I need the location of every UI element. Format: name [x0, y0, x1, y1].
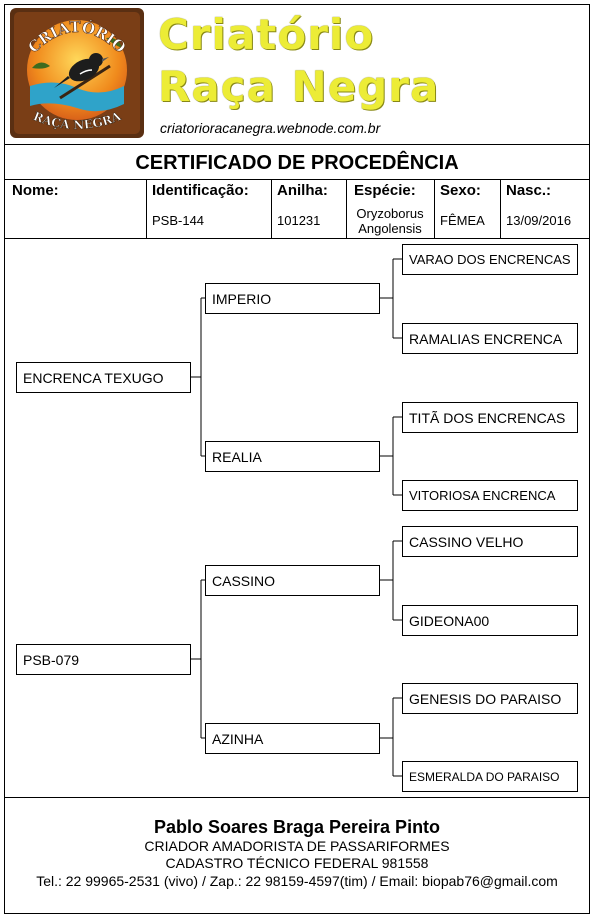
table-divider: [346, 179, 347, 239]
grandparent-box: IMPERIO: [205, 283, 380, 314]
parent-box: ENCRENCA TEXUGO: [16, 362, 191, 393]
sexo-label: Sexo:: [440, 182, 481, 199]
grandparent-box: AZINHA: [205, 723, 380, 754]
great-grandparent-box: RAMALIAS ENCRENCA: [402, 323, 578, 354]
anilha-value: 101231: [277, 213, 321, 228]
logo: CRIATÓRIO RAÇA NEGRA: [10, 8, 144, 138]
nasc-value: 13/09/2016: [506, 213, 572, 228]
great-grandparent-box: CASSINO VELHO: [402, 526, 578, 557]
identificacao-value: PSB-144: [152, 213, 205, 228]
breeder-type: CRIADOR AMADORISTA DE PASSARIFORMES: [144, 838, 450, 854]
nome-label: Nome:: [12, 182, 59, 199]
anilha-label: Anilha:: [277, 182, 328, 199]
table-divider: [146, 179, 147, 239]
certificate-title: CERTIFICADO DE PROCEDÊNCIA: [135, 152, 459, 174]
contact-info: Tel.: 22 99965-2531 (vivo) / Zap.: 22 98…: [36, 873, 558, 889]
brand-title-line1: Criatório: [158, 10, 375, 59]
owner-name: Pablo Soares Braga Pereira Pinto: [153, 817, 441, 837]
especie-label: Espécie:: [354, 182, 416, 199]
bird-on-branch-icon: CRIATÓRIO RAÇA NEGRA: [10, 8, 144, 138]
table-divider: [271, 179, 272, 239]
great-grandparent-box: TITÃ DOS ENCRENCAS: [402, 402, 578, 433]
divider: [4, 144, 590, 145]
parent-box: PSB-079: [16, 644, 191, 675]
identificacao-label: Identificação:: [152, 182, 249, 199]
divider: [4, 797, 590, 798]
registry-number: CADASTRO TÉCNICO FEDERAL 981558: [165, 855, 429, 871]
grandparent-box: REALIA: [205, 441, 380, 472]
great-grandparent-box: GENESIS DO PARAISO: [402, 683, 578, 714]
nasc-label: Nasc.:: [506, 182, 552, 199]
website-link[interactable]: criatorioracanegra.webnode.com.br: [160, 120, 381, 136]
certificate-frame: [4, 4, 590, 914]
grandparent-box: CASSINO: [205, 565, 380, 596]
divider: [4, 179, 590, 180]
table-divider: [434, 179, 435, 239]
great-grandparent-box: VARAO DOS ENCRENCAS: [402, 244, 578, 275]
especie-value-line2: Angolensis: [358, 221, 422, 236]
especie-value-line1: Oryzoborus: [356, 206, 424, 221]
brand-title-line2: Raça Negra: [158, 62, 440, 111]
sexo-value: FÊMEA: [440, 213, 485, 228]
great-grandparent-box: ESMERALDA DO PARAISO: [402, 761, 578, 792]
great-grandparent-box: VITORIOSA ENCRENCA: [402, 480, 578, 511]
table-divider: [500, 179, 501, 239]
divider: [4, 238, 590, 239]
great-grandparent-box: GIDEONA00: [402, 605, 578, 636]
